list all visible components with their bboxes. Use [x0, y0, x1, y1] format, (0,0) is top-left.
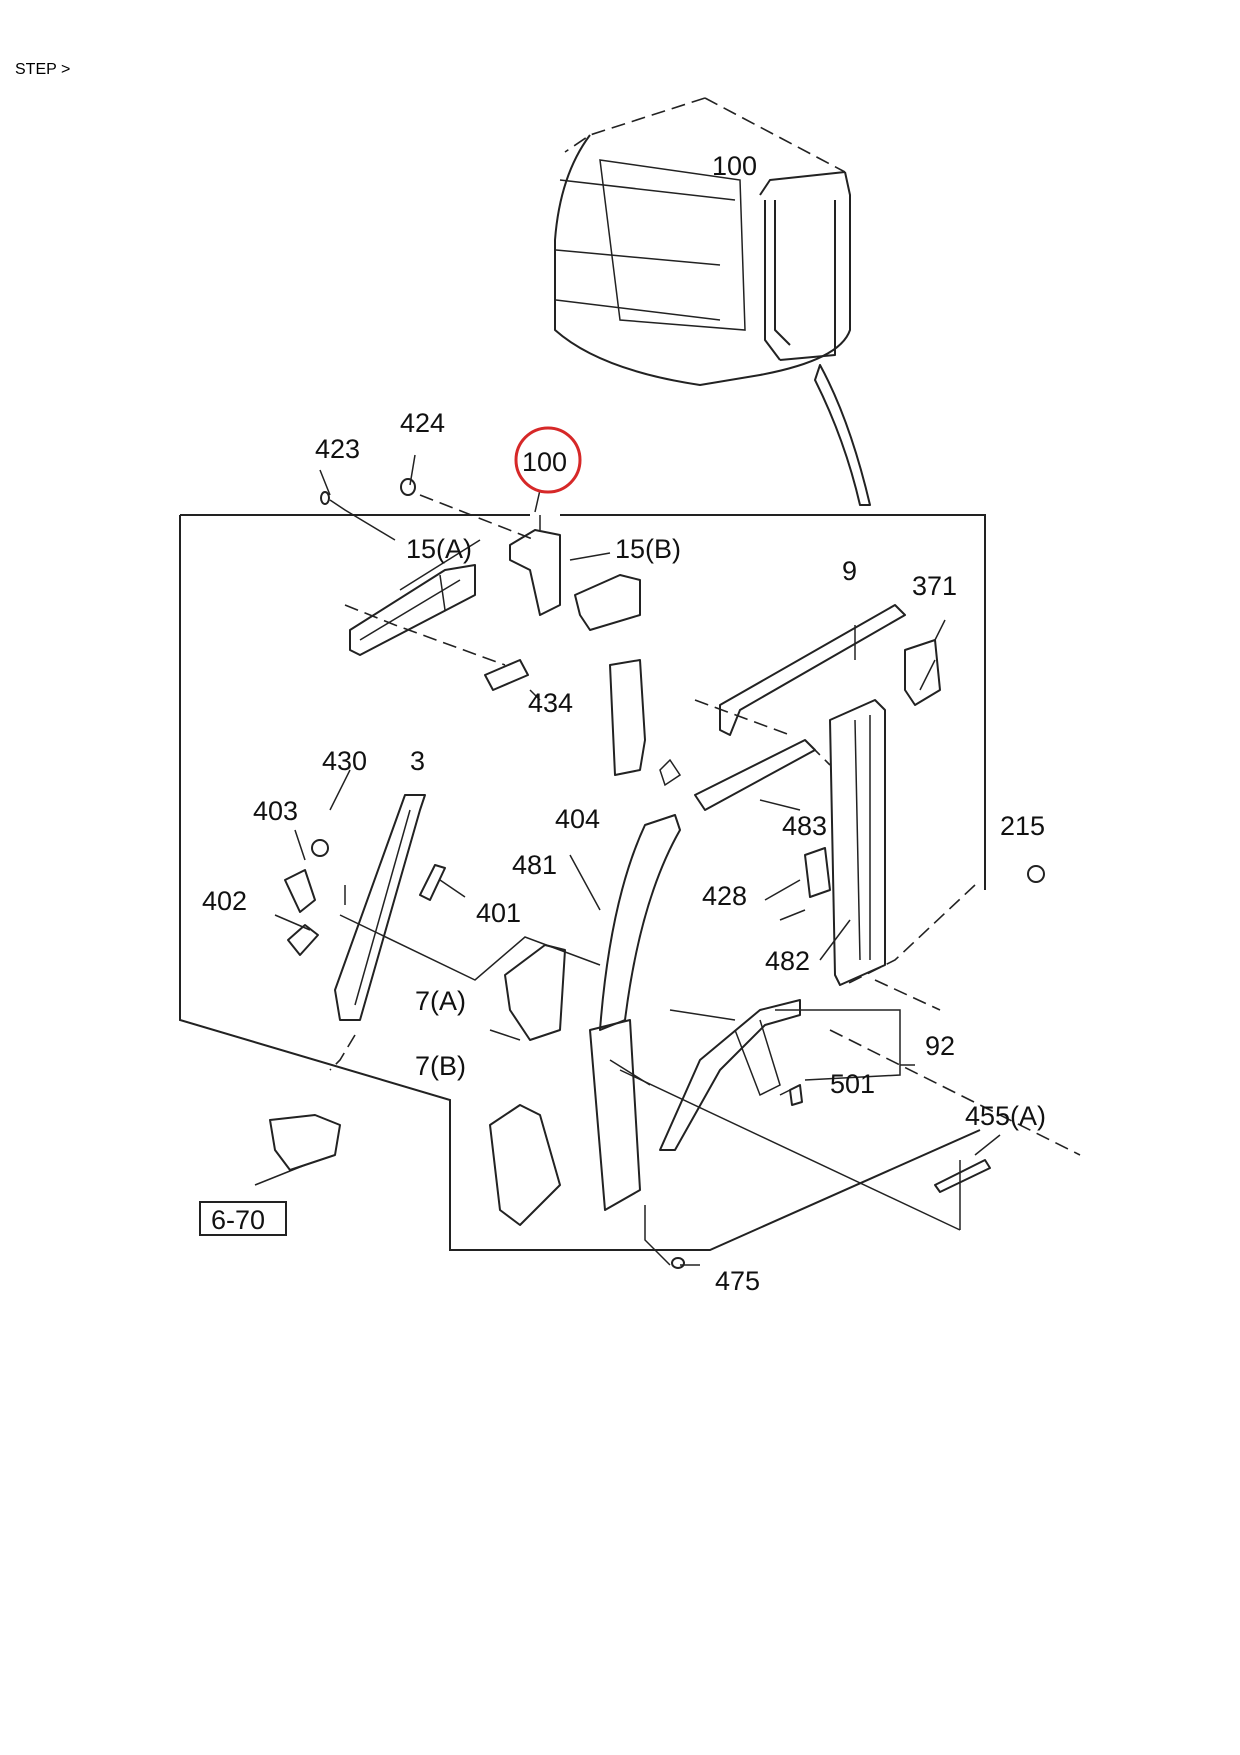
part-434	[484, 659, 529, 691]
part-428	[804, 847, 831, 898]
callout-215[interactable]: 215	[1000, 811, 1045, 841]
callout-428[interactable]: 428	[702, 881, 747, 911]
callout-9[interactable]: 9	[842, 556, 857, 586]
callout-frame	[179, 514, 986, 1251]
part-481	[589, 814, 681, 1211]
part-7b	[489, 1104, 561, 1226]
part-92	[659, 999, 801, 1151]
callout-402[interactable]: 402	[202, 886, 247, 916]
callout-483[interactable]: 483	[782, 811, 827, 841]
part-455a	[934, 1159, 991, 1193]
callout-403[interactable]: 403	[253, 796, 298, 826]
callout-3[interactable]: 3	[410, 746, 425, 776]
part-215	[1027, 865, 1045, 883]
callout-482[interactable]: 482	[765, 946, 810, 976]
callout-475[interactable]: 475	[715, 1266, 760, 1296]
callout-100[interactable]: 100	[522, 447, 567, 477]
part-15b	[509, 529, 641, 631]
cab-overview-illustration	[554, 97, 871, 506]
callout-15a[interactable]: 15(A)	[406, 534, 472, 564]
part-402	[287, 924, 319, 956]
callout-7a[interactable]: 7(A)	[415, 986, 466, 1016]
part-371	[904, 639, 941, 706]
part-482	[829, 699, 886, 986]
callout-92[interactable]: 92	[925, 1031, 955, 1061]
callout-7b[interactable]: 7(B)	[415, 1051, 466, 1081]
part-403	[284, 869, 316, 913]
highlight-circle	[514, 426, 582, 494]
part-430	[311, 839, 329, 857]
callout-424[interactable]: 424	[400, 408, 445, 438]
part-483	[694, 739, 816, 811]
callout-371[interactable]: 371	[912, 571, 957, 601]
part-501	[789, 1084, 803, 1106]
part-15a	[349, 564, 476, 656]
callout-455a[interactable]: 455(A)	[965, 1101, 1046, 1131]
callout-501[interactable]: 501	[830, 1069, 875, 1099]
part-6-70	[269, 1114, 341, 1171]
part-9	[719, 604, 906, 736]
callout-404[interactable]: 404	[555, 804, 600, 834]
part-404	[609, 659, 682, 787]
part-7a	[504, 944, 566, 1041]
callout-434[interactable]: 434	[528, 688, 573, 718]
callout-100-top[interactable]: 100	[712, 151, 757, 181]
callout-423[interactable]: 423	[315, 434, 360, 464]
callout-6-70[interactable]: 6-70	[211, 1205, 265, 1235]
reference-box	[199, 1201, 287, 1236]
callout-430[interactable]: 430	[322, 746, 367, 776]
fasteners	[320, 478, 685, 1269]
callout-401[interactable]: 401	[476, 898, 521, 928]
part-401	[419, 864, 446, 901]
part-3	[334, 794, 426, 1021]
breadcrumb: STEP >	[15, 61, 71, 78]
callout-481[interactable]: 481	[512, 850, 557, 880]
callout-15b[interactable]: 15(B)	[615, 534, 681, 564]
